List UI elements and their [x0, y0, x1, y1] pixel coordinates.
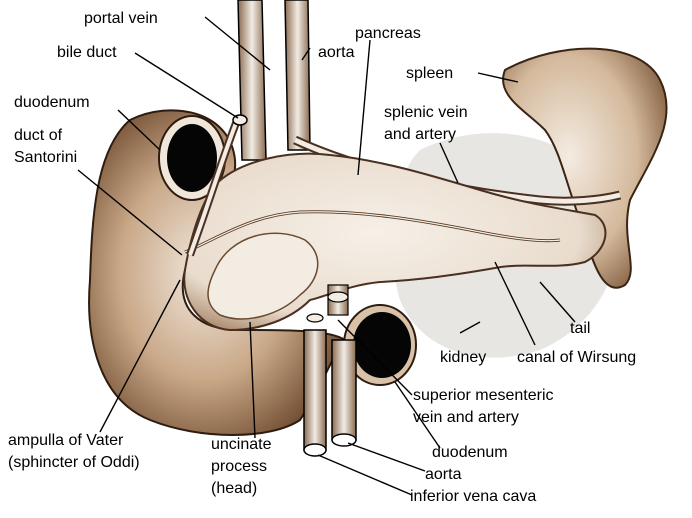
- leader-pancreas: [358, 40, 370, 175]
- label-duct-santorini-1: duct of: [14, 127, 63, 144]
- label-spleen: spleen: [406, 65, 453, 82]
- ivc-shape: [304, 330, 326, 450]
- leader-aorta-bottom: [348, 443, 425, 471]
- label-sup-mesenteric-1: superior mesenteric: [413, 387, 554, 404]
- superior-mesenteric-vein-end: [328, 292, 348, 302]
- label-tail: tail: [570, 320, 590, 337]
- label-canal-wirsung: canal of Wirsung: [517, 349, 636, 366]
- label-duct-santorini-2: Santorini: [14, 149, 77, 166]
- label-ampulla-1: ampulla of Vater: [8, 432, 124, 449]
- label-portal-vein: portal vein: [84, 10, 158, 27]
- aorta-top-shape: [285, 0, 310, 150]
- label-bile-duct: bile duct: [57, 44, 117, 61]
- label-duodenum-bottom: duodenum: [432, 444, 508, 461]
- portal-vein-shape: [238, 0, 266, 160]
- duodenum-lumen-top-inner: [167, 124, 217, 192]
- label-uncinate-2: process: [211, 458, 267, 475]
- label-ivc: inferior vena cava: [410, 488, 536, 505]
- label-ampulla-2: (sphincter of Oddi): [8, 454, 140, 471]
- label-sup-mesenteric-2: vein and artery: [413, 409, 519, 426]
- label-uncinate-3: (head): [211, 480, 257, 497]
- label-aorta-bottom: aorta: [425, 466, 462, 483]
- ivc-end: [304, 444, 326, 456]
- label-kidney: kidney: [440, 349, 486, 366]
- superior-mesenteric-artery-end: [307, 314, 323, 322]
- leader-bile-duct: [135, 53, 238, 118]
- label-uncinate-1: uncinate: [211, 436, 272, 453]
- label-duodenum-top: duodenum: [14, 94, 90, 111]
- label-splenic-vein-2: and artery: [384, 126, 456, 143]
- label-splenic-vein-1: splenic vein: [384, 104, 468, 121]
- label-aorta-top: aorta: [318, 44, 355, 61]
- aorta-bottom-shape: [332, 340, 356, 440]
- label-pancreas: pancreas: [355, 25, 421, 42]
